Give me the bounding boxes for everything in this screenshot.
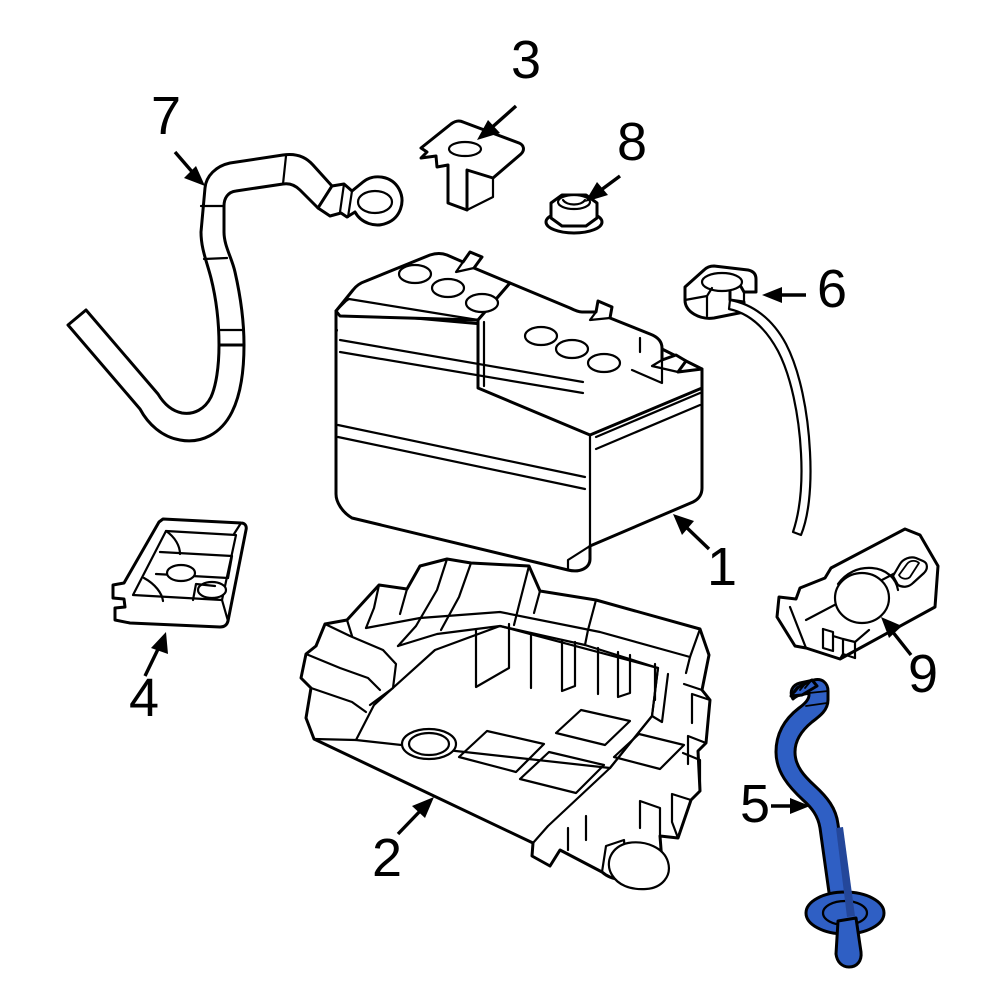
callout-leader-2 bbox=[396, 797, 434, 836]
callout-number-4[interactable]: 4 bbox=[129, 668, 159, 728]
callout-leader-3 bbox=[477, 104, 518, 140]
part-battery-sensor-terminal[interactable] bbox=[683, 264, 812, 537]
callout-leader-7 bbox=[173, 150, 205, 186]
callout-leader-5 bbox=[771, 798, 810, 814]
part-battery-retainer-bracket[interactable] bbox=[775, 527, 940, 661]
part-flanged-hex-nut[interactable] bbox=[544, 193, 604, 235]
part-battery-vent-tube[interactable] bbox=[774, 678, 886, 969]
callout-leader-8 bbox=[585, 174, 622, 202]
callout-leader-6 bbox=[762, 287, 806, 303]
callout-number-3[interactable]: 3 bbox=[511, 30, 541, 90]
callout-number-8[interactable]: 8 bbox=[617, 112, 647, 172]
part-battery-spacer-block[interactable] bbox=[111, 517, 248, 629]
callout-leader-9 bbox=[881, 617, 913, 657]
callout-number-2[interactable]: 2 bbox=[372, 828, 402, 888]
callout-leader-1 bbox=[673, 514, 711, 551]
part-battery-tray[interactable] bbox=[299, 557, 712, 891]
part-battery-hold-down-clamp[interactable] bbox=[419, 119, 525, 212]
callout-number-7[interactable]: 7 bbox=[151, 86, 181, 146]
callout-leader-4 bbox=[143, 632, 168, 677]
callout-numbers: 1 2 3 4 5 6 7 8 9 bbox=[129, 30, 938, 888]
part-battery[interactable] bbox=[334, 250, 704, 573]
callout-leaders bbox=[143, 104, 913, 836]
callout-number-6[interactable]: 6 bbox=[817, 259, 847, 319]
callout-number-1[interactable]: 1 bbox=[707, 537, 737, 597]
callout-number-5[interactable]: 5 bbox=[740, 774, 770, 834]
part-positive-battery-cable[interactable] bbox=[66, 153, 404, 443]
callout-number-9[interactable]: 9 bbox=[908, 644, 938, 704]
